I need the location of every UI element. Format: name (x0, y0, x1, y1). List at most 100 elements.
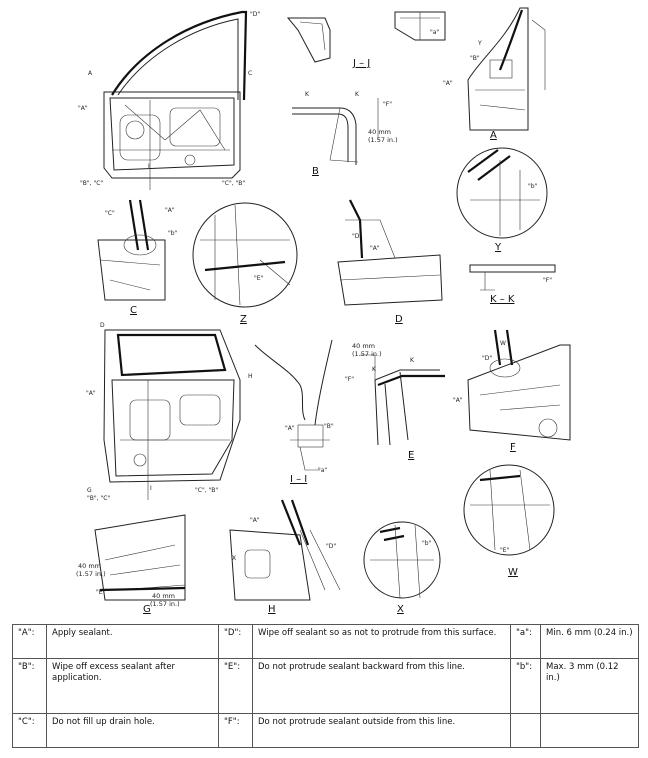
legend-key: "a": (510, 623, 541, 660)
callout-BC: "B", "C" (80, 180, 103, 187)
callout-I: I (150, 485, 152, 492)
callout-b: "b" (528, 183, 538, 190)
callout-E: "E" (500, 547, 510, 554)
view-caption-C: C (130, 305, 137, 316)
view-caption-KK: K – K (490, 294, 515, 305)
view-Z: "E" Z (192, 202, 298, 325)
view-caption-A: A (490, 130, 497, 141)
callout-H: H (248, 373, 253, 380)
callout-K: K (372, 366, 377, 373)
dim-e-in: (1.57 in.) (352, 350, 382, 358)
callout-A: "A" (443, 80, 453, 87)
callout-b: "b" (422, 540, 432, 547)
view-caption-X: X (397, 604, 404, 615)
callout-a: "a" (318, 467, 327, 474)
legend-table: "A": Apply sealant. "D": Wipe off sealan… (12, 623, 639, 749)
callout-D: "D" (352, 233, 362, 240)
legend-text: Min. 6 mm (0.24 in.) (540, 623, 639, 660)
legend-key: "D": (218, 623, 253, 660)
view-caption-W: W (508, 567, 518, 578)
callout-C: C (248, 70, 252, 77)
callout-F: "F" (383, 101, 392, 108)
callout-BC: "B", "C" (87, 495, 110, 502)
callout-B: "B" (470, 55, 480, 62)
callout-X: X (232, 555, 236, 562)
view-caption-B: B (312, 166, 319, 177)
rear-door-view: D H "A" G "B", "C" "C", "B" I (86, 322, 253, 502)
sealant-diagram: "D" A "A" C "B", "C" "C", "B" I J – J "a… (76, 7, 571, 615)
view-caption-H: H (268, 604, 276, 615)
callout-a: "a" (430, 29, 439, 36)
view-JJ: J – J (286, 17, 370, 69)
legend-text: Do not protrude sealant outside from thi… (252, 712, 511, 749)
view-Y: "b" Y (456, 147, 548, 253)
legend-key: "A": (12, 623, 47, 660)
callout-B: "B" (324, 423, 334, 430)
legend-text: Max. 3 mm (0.12 in.) (540, 658, 639, 714)
legend-text: Wipe off sealant so as not to protrude f… (252, 623, 511, 660)
view-KK: "F" K – K (469, 264, 556, 305)
callout-b: "b" (168, 230, 178, 237)
view-B: K K "F" 40 mm (1.57 in.) B (292, 91, 398, 177)
callout-A: "A" (453, 397, 463, 404)
callout-K: K (410, 357, 415, 364)
callout-A: "A" (86, 390, 96, 397)
view-caption-G: G (143, 604, 151, 615)
view-C: "C" "A" "b" C (97, 199, 178, 316)
legend-text: Apply sealant. (46, 623, 219, 660)
view-II: "A" "B" "a" I – I (254, 339, 334, 485)
legend-key: "E": (218, 658, 253, 714)
legend-text: Wipe off excess sealant after applicatio… (46, 658, 219, 714)
dim-g2-mm: 40 mm (152, 592, 175, 600)
callout-CB: "C", "B" (222, 180, 245, 187)
view-D: "D" "A" D (337, 199, 443, 325)
callout-CB: "C", "B" (195, 487, 218, 494)
dim-e-mm: 40 mm (352, 342, 375, 350)
legend-key: "F": (218, 712, 253, 749)
callout-E: "E" (96, 589, 106, 596)
dim-g1-mm: 40 mm (78, 562, 101, 570)
callout-K: K (355, 91, 360, 98)
view-caption-II: I – I (290, 474, 307, 485)
legend-row: "A": Apply sealant. "D": Wipe off sealan… (12, 623, 639, 660)
callout-D: "D" (326, 543, 336, 550)
legend-key (510, 712, 541, 749)
view-A: "B" "A" Y A (443, 7, 546, 141)
callout-I: I (148, 163, 150, 170)
callout-F: "F" (543, 277, 552, 284)
callout-A: "A" (78, 105, 88, 112)
legend-text: Do not fill up drain hole. (46, 712, 219, 749)
legend-text: Do not protrude sealant backward from th… (252, 658, 511, 714)
callout-E: "E" (254, 275, 264, 282)
view-X: "b" X (363, 521, 441, 615)
view-H: "A" "D" X H (229, 499, 341, 615)
legend-text (540, 712, 639, 749)
callout-D: D (100, 322, 105, 329)
view-caption-Z: Z (240, 314, 247, 325)
callout-Y: Y (477, 40, 482, 47)
callout-A: "A" (285, 425, 295, 432)
callout-D: "D" (250, 11, 260, 18)
callout-C: "C" (105, 210, 115, 217)
callout-A: "A" (370, 245, 380, 252)
dim-b-mm: 40 mm (368, 128, 391, 136)
front-door-view: "D" A "A" C "B", "C" "C", "B" I (78, 10, 260, 190)
view-F: "D" W "A" F (453, 329, 571, 453)
view-G: 40 mm (1.57 in.) 40 mm (1.57 in.) "E" G (76, 514, 186, 615)
view-W: "E" W (463, 464, 555, 578)
view-caption-E: E (408, 450, 414, 461)
callout-G: G (87, 487, 92, 494)
legend-key: "C": (12, 712, 47, 749)
callout-F: "F" (345, 376, 354, 383)
legend-row: "B": Wipe off excess sealant after appli… (12, 658, 639, 714)
dim-g1-in: (1.57 in.) (76, 570, 106, 578)
dim-b-in: (1.57 in.) (368, 136, 398, 144)
callout-A: A (88, 70, 93, 77)
legend-key: "b": (510, 658, 541, 714)
legend-row: "C": Do not fill up drain hole. "F": Do … (12, 712, 639, 749)
view-caption-D: D (395, 314, 403, 325)
view-caption-F: F (510, 442, 516, 453)
top-detail: "a" (394, 11, 446, 41)
view-caption-JJ: J – J (352, 58, 370, 69)
callout-W: W (500, 340, 506, 347)
